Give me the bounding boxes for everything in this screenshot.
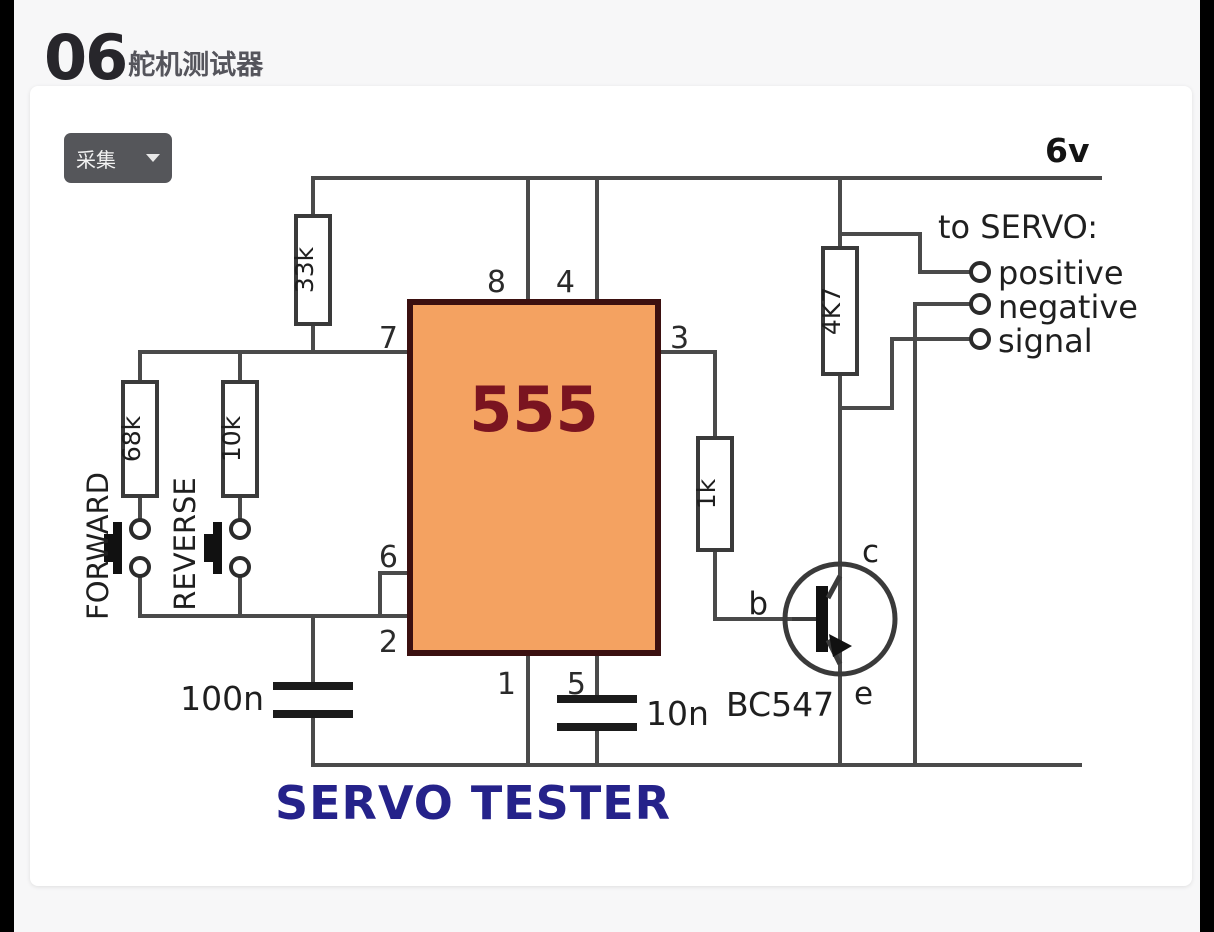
switch-reverse-actuator-bar: [213, 522, 222, 574]
transistor-emitter-label: e: [854, 676, 873, 712]
schematic-caption: SERVO TESTER: [275, 776, 672, 830]
servo-terminal-positive[interactable]: [969, 261, 991, 283]
resistor-1k-body: [696, 436, 734, 552]
switch-forward-actuator-cap: [104, 534, 114, 562]
resistor-1k: 1k: [692, 436, 734, 552]
chevron-down-icon: [146, 154, 160, 162]
resistor-33k: 33k: [290, 214, 332, 326]
capacitor-100n-label: 100n: [180, 679, 264, 718]
pin-label-2: 2: [379, 625, 398, 660]
servo-terminal-positive-label: positive: [998, 254, 1124, 292]
capacitor-10n: [557, 695, 637, 731]
resistor-10k: 10k: [217, 380, 259, 498]
circuit-schematic: 555 8 4 7 3 6 2 1 5 33k 68k: [81, 131, 1138, 767]
pin-label-5: 5: [567, 667, 586, 702]
switch-forward-label: FORWARD: [81, 472, 115, 620]
capture-button-label: 采集: [76, 147, 116, 172]
resistor-33k-body: [294, 214, 332, 326]
pin-label-4: 4: [556, 265, 575, 300]
pin-label-3: 3: [670, 321, 689, 356]
servo-heading: to SERVO:: [938, 208, 1098, 246]
resistor-68k-body: [121, 380, 159, 498]
servo-terminal-negative[interactable]: [969, 293, 991, 315]
capture-dropdown-button[interactable]: 采集: [64, 133, 172, 183]
switch-reverse-terminal-top: [229, 518, 251, 540]
pin-label-6: 6: [379, 540, 398, 575]
switch-reverse-actuator-cap: [204, 534, 214, 562]
resistor-68k: 68k: [117, 380, 159, 498]
transistor-emitter-arrow: [829, 634, 852, 657]
resistor-33k-label: 33k: [290, 246, 319, 293]
transistor-part-label: BC547: [726, 685, 834, 724]
servo-terminal-negative-label: negative: [998, 288, 1138, 326]
switch-forward[interactable]: [104, 518, 151, 578]
pin-label-1: 1: [497, 667, 516, 702]
resistor-4k7-label: 4K7: [817, 287, 846, 335]
servo-terminal-signal[interactable]: [969, 328, 991, 350]
switch-reverse-terminal-bottom: [229, 556, 251, 578]
switch-reverse-label: REVERSE: [168, 477, 202, 611]
supply-voltage-label: 6v: [1045, 131, 1090, 170]
resistor-10k-body: [221, 380, 259, 498]
switch-forward-terminal-top: [129, 518, 151, 540]
transistor-bc547: [782, 561, 898, 677]
transistor-collector-label: c: [862, 534, 879, 570]
ic-555: 555: [407, 299, 661, 656]
servo-terminal-signal-label: signal: [998, 322, 1093, 360]
capacitor-100n: [273, 682, 353, 718]
pin-label-8: 8: [487, 265, 506, 300]
page-header: 06 舵机测试器: [44, 21, 264, 95]
resistor-4k7: 4K7: [817, 246, 859, 376]
ic-555-label: 555: [469, 373, 598, 446]
resistor-10k-label: 10k: [217, 415, 246, 462]
ic-555-body: [407, 299, 661, 656]
pin-label-7: 7: [379, 321, 398, 356]
transistor-base-label: b: [748, 586, 768, 622]
page-title: 舵机测试器: [128, 50, 264, 81]
switch-forward-actuator-bar: [113, 522, 122, 574]
resistor-4k7-body: [821, 246, 859, 376]
transistor-base-bar: [816, 586, 828, 652]
header-number: 06: [44, 21, 128, 95]
transistor-envelope: [782, 561, 898, 677]
switch-forward-terminal-bottom: [129, 556, 151, 578]
capacitor-10n-label: 10n: [646, 694, 709, 733]
transistor-collector-lead: [825, 574, 843, 600]
wires: [138, 176, 1102, 767]
resistor-1k-label: 1k: [692, 478, 721, 509]
content-card: 采集: [30, 86, 1192, 886]
switch-reverse[interactable]: [204, 518, 251, 578]
resistor-68k-label: 68k: [117, 415, 146, 462]
